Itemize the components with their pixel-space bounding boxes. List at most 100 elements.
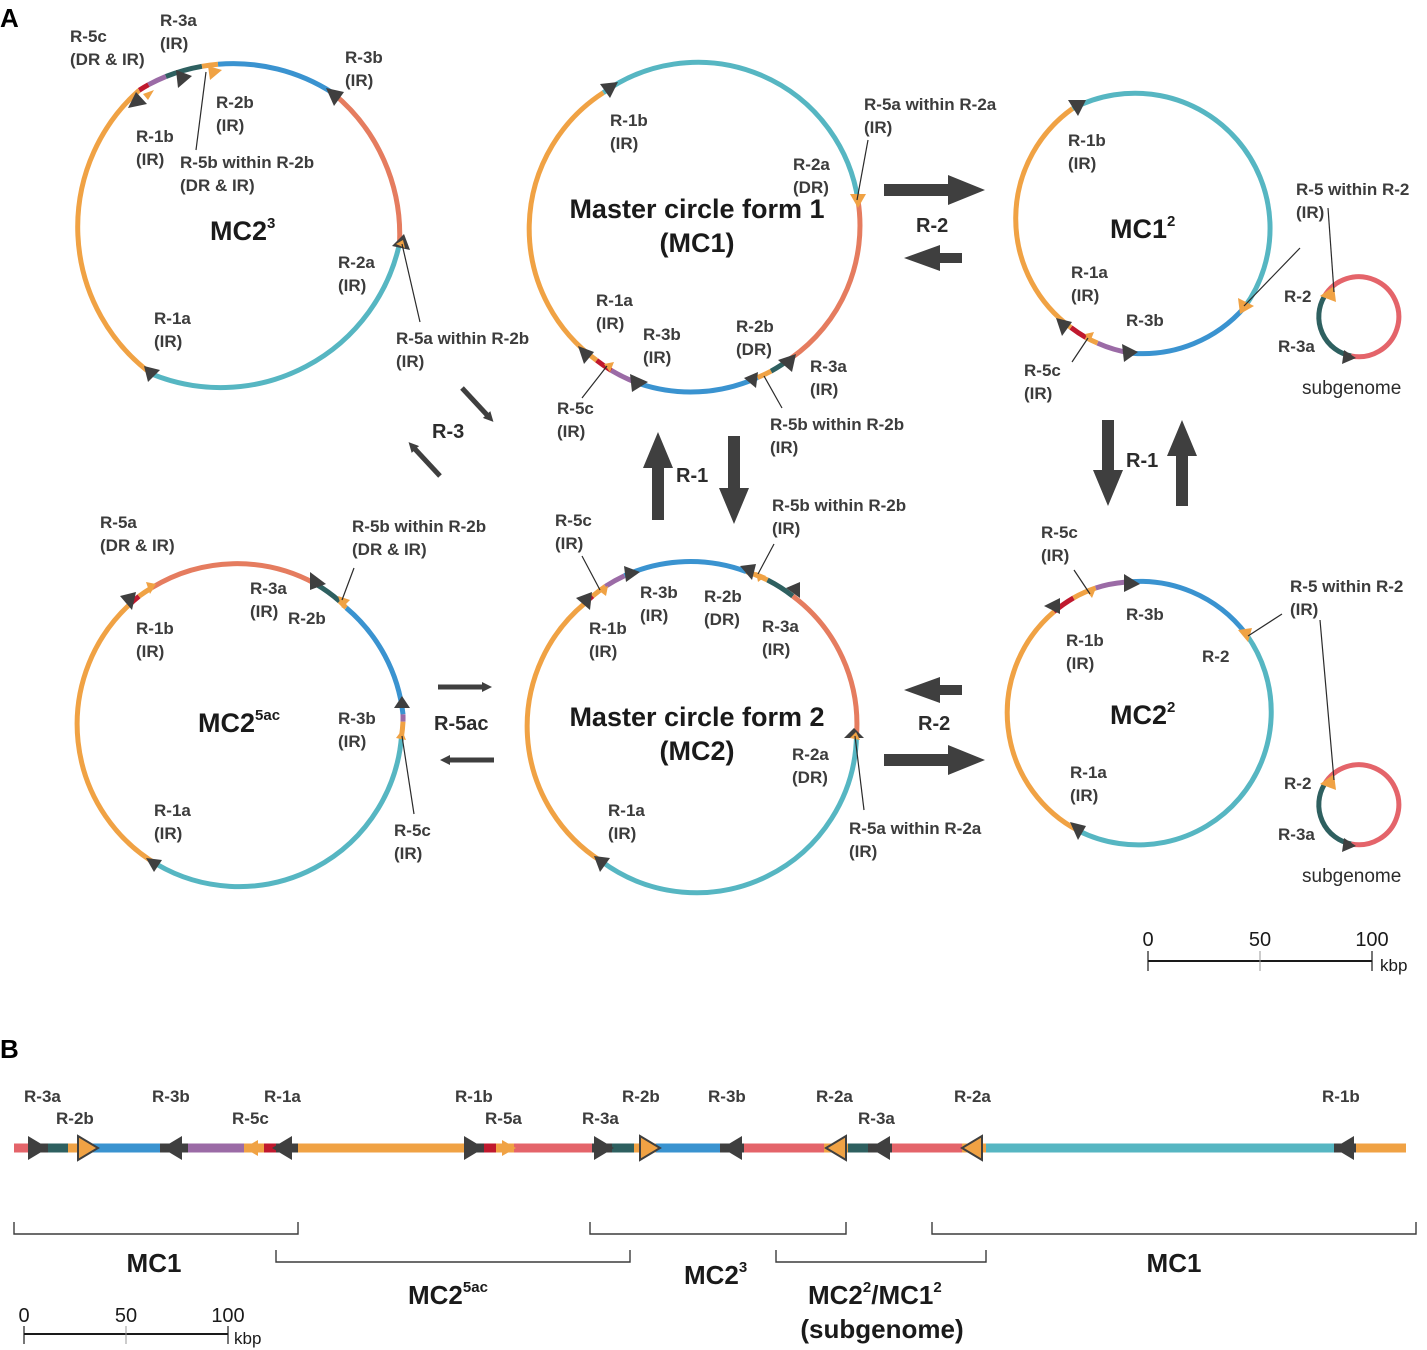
mc1-labels: R-1b (IR) R-5a within R-2a (IR) R-2a (DR… (557, 95, 997, 457)
mc2-5ac-labels: R-5a (DR & IR) R-5b within R-2b (DR & IR… (100, 513, 486, 863)
svg-text:(DR): (DR) (793, 178, 829, 197)
svg-text:(IR): (IR) (762, 640, 790, 659)
svg-text:R-5c: R-5c (557, 399, 594, 418)
svg-text:R-5b within R-2b: R-5b within R-2b (352, 517, 486, 536)
bracket-subgenome-line2: (subgenome) (800, 1314, 963, 1344)
arrow-r2-bottom-back (904, 677, 962, 703)
linear-map (14, 1134, 1406, 1162)
svg-text:R-5a within R-2a: R-5a within R-2a (864, 95, 997, 114)
mc1-2-labels: R-1b (IR) R-5 within R-2 (IR) R-1a (IR) … (1024, 131, 1409, 403)
svg-text:R-3b: R-3b (643, 325, 681, 344)
svg-text:0: 0 (1142, 929, 1153, 951)
svg-text:R-2a: R-2a (338, 253, 375, 272)
svg-text:(IR): (IR) (338, 732, 366, 751)
arrow-r1-right-up (1167, 420, 1197, 506)
svg-text:R-5c: R-5c (394, 821, 431, 840)
svg-text:R-1b: R-1b (1068, 131, 1106, 150)
circle-mc2-3: MC23 (75, 61, 421, 391)
svg-text:(IR): (IR) (589, 642, 617, 661)
svg-text:R-5c: R-5c (70, 27, 107, 46)
svg-text:R-2b: R-2b (288, 609, 326, 628)
svg-text:R-1b: R-1b (136, 127, 174, 146)
mc1-title-line2: (MC1) (660, 228, 735, 258)
svg-text:R-5b within R-2b: R-5b within R-2b (180, 153, 314, 172)
svg-text:R-3b: R-3b (1126, 605, 1164, 624)
svg-text:(DR): (DR) (736, 340, 772, 359)
scale-bar-a: 0 50 100 kbp (1142, 929, 1407, 975)
op-r1-right: R-1 (1126, 450, 1158, 472)
svg-text:kbp: kbp (234, 1329, 261, 1348)
svg-text:(IR): (IR) (136, 150, 164, 169)
svg-text:R-3a: R-3a (250, 579, 287, 598)
mc1-2-title: MC12 (1110, 213, 1175, 244)
svg-text:50: 50 (1249, 929, 1271, 951)
circle-mc2-2: MC22 (1004, 569, 1283, 848)
svg-text:(IR): (IR) (770, 438, 798, 457)
svg-text:(IR): (IR) (610, 134, 638, 153)
arrow-r2-top-forward (884, 175, 985, 205)
svg-text:R-3a: R-3a (1278, 337, 1315, 356)
svg-text:R-3a: R-3a (24, 1087, 61, 1106)
svg-text:R-3b: R-3b (338, 709, 376, 728)
svg-text:(IR): (IR) (849, 842, 877, 861)
svg-text:(IR): (IR) (136, 642, 164, 661)
bracket-subgenome-line1: MC22/MC12 (808, 1279, 942, 1310)
svg-text:(DR): (DR) (704, 610, 740, 629)
svg-text:(DR & IR): (DR & IR) (100, 536, 175, 555)
svg-text:R-2b: R-2b (216, 93, 254, 112)
op-r2-bottom: R-2 (918, 713, 950, 735)
linear-map-brackets (13, 1222, 1417, 1263)
op-r5ac: R-5ac (434, 713, 488, 735)
svg-text:100: 100 (211, 1305, 244, 1327)
svg-text:(IR): (IR) (772, 519, 800, 538)
svg-text:R-3b: R-3b (640, 583, 678, 602)
svg-text:(IR): (IR) (1290, 600, 1318, 619)
operation-arrows: R-2 R-2 R-1 R-1 R-3 R-5ac (408, 175, 1197, 775)
circle-mc2: Master circle form 2 (MC2) (524, 543, 865, 896)
subgenome-top: R-2 R-3a subgenome (1278, 207, 1401, 399)
subgenome-bottom: R-2 R-3a subgenome (1278, 619, 1401, 887)
svg-text:R-5 within R-2: R-5 within R-2 (1296, 180, 1409, 199)
svg-text:(IR): (IR) (1071, 286, 1099, 305)
svg-text:R-2a: R-2a (954, 1087, 991, 1106)
svg-text:(IR): (IR) (557, 422, 585, 441)
panel-a-label: A (0, 3, 19, 33)
svg-text:(IR): (IR) (345, 71, 373, 90)
svg-text:R-5c: R-5c (555, 511, 592, 530)
arrow-r1-up (643, 432, 673, 520)
svg-text:(IR): (IR) (596, 314, 624, 333)
svg-text:R-1b: R-1b (455, 1087, 493, 1106)
svg-text:(DR): (DR) (792, 768, 828, 787)
svg-text:(DR & IR): (DR & IR) (180, 176, 255, 195)
svg-text:R-3a: R-3a (582, 1109, 619, 1128)
arrow-r1-right-down (1093, 420, 1123, 506)
mc2-labels: R-5c (IR) R-5b within R-2b (IR) R-3b (IR… (555, 496, 982, 861)
op-r1-middle: R-1 (676, 465, 708, 487)
svg-text:R-3a: R-3a (810, 357, 847, 376)
svg-text:R-2a: R-2a (792, 745, 829, 764)
panel-b-label: B (0, 1034, 19, 1064)
svg-text:R-2a: R-2a (793, 155, 830, 174)
bracket-mc2-3: MC23 (684, 1259, 747, 1290)
svg-text:R-1a: R-1a (596, 291, 633, 310)
bracket-mc1-left: MC1 (127, 1248, 182, 1278)
svg-text:R-5c: R-5c (232, 1109, 269, 1128)
svg-text:R-2b: R-2b (56, 1109, 94, 1128)
mc2-5ac-title: MC25ac (198, 707, 280, 738)
svg-text:(IR): (IR) (250, 602, 278, 621)
svg-text:R-1a: R-1a (1070, 763, 1107, 782)
svg-text:R-3b: R-3b (1126, 311, 1164, 330)
circle-mc1-2: MC12 (1013, 90, 1301, 363)
svg-text:R-1b: R-1b (610, 111, 648, 130)
svg-text:R-3a: R-3a (1278, 825, 1315, 844)
arrow-r2-top-back (904, 245, 962, 271)
svg-text:(IR): (IR) (160, 34, 188, 53)
svg-text:R-5 within R-2: R-5 within R-2 (1290, 577, 1403, 596)
svg-text:(DR & IR): (DR & IR) (352, 540, 427, 559)
svg-text:R-5c: R-5c (1024, 361, 1061, 380)
svg-text:(IR): (IR) (643, 348, 671, 367)
arrow-r2-bottom-forward (884, 745, 985, 775)
svg-text:kbp: kbp (1380, 956, 1407, 975)
svg-text:50: 50 (115, 1305, 137, 1327)
svg-text:R-2b: R-2b (736, 317, 774, 336)
